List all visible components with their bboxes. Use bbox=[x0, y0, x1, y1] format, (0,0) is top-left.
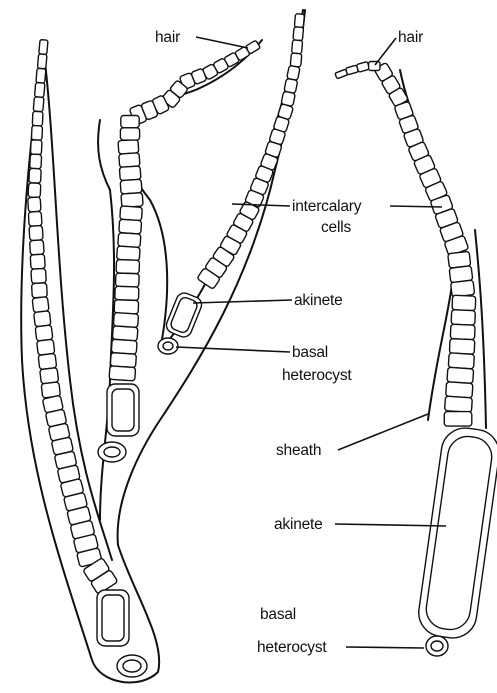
pointer-akinete-lower bbox=[335, 524, 446, 526]
cell bbox=[31, 283, 47, 298]
cell bbox=[290, 53, 302, 67]
akinete-middle-inner bbox=[112, 389, 134, 431]
label-basal-lower-line2: heterocyst bbox=[257, 639, 327, 656]
left-wavy-filament bbox=[120, 40, 260, 140]
cell bbox=[30, 254, 45, 269]
cell bbox=[40, 368, 59, 384]
heterocyst-middle-inner bbox=[104, 447, 120, 457]
cell bbox=[30, 154, 42, 169]
cell bbox=[121, 116, 139, 128]
pointer-akinete-upper bbox=[193, 300, 292, 303]
cell bbox=[448, 353, 474, 369]
cell bbox=[32, 297, 49, 313]
cell bbox=[109, 366, 136, 381]
cell bbox=[451, 310, 475, 325]
cell bbox=[118, 139, 139, 154]
cell bbox=[369, 62, 380, 71]
cell bbox=[117, 246, 141, 261]
pointer-intercalary-right bbox=[390, 206, 442, 207]
cell bbox=[37, 54, 47, 69]
cell bbox=[28, 183, 41, 198]
cell bbox=[36, 68, 46, 83]
cell bbox=[356, 61, 369, 72]
label-hair-right: hair bbox=[398, 29, 423, 46]
cell bbox=[38, 353, 57, 369]
label-basal-upper-line2: heterocyst bbox=[282, 367, 352, 384]
cell bbox=[28, 197, 41, 212]
cell bbox=[293, 27, 304, 41]
cell bbox=[28, 211, 42, 226]
akinete-upper-branch-inner bbox=[169, 296, 198, 334]
pointer-intercalary-left bbox=[232, 204, 290, 206]
cell bbox=[450, 324, 475, 339]
right-filament bbox=[374, 62, 476, 426]
cell bbox=[451, 280, 475, 297]
cell bbox=[119, 153, 140, 168]
cell bbox=[37, 339, 55, 355]
cell bbox=[446, 382, 473, 398]
cell bbox=[33, 97, 44, 112]
label-intercalary-line2: cells bbox=[321, 219, 351, 236]
cell bbox=[447, 367, 474, 383]
cell bbox=[115, 286, 139, 300]
label-akinete-lower: akinete bbox=[274, 516, 323, 533]
label-sheath: sheath bbox=[276, 442, 321, 459]
cell bbox=[110, 353, 136, 368]
cell bbox=[121, 193, 143, 208]
cell bbox=[119, 219, 142, 234]
cell bbox=[35, 82, 45, 97]
right-hair bbox=[335, 61, 380, 78]
cell bbox=[115, 273, 139, 287]
cell bbox=[120, 206, 143, 221]
cell bbox=[112, 326, 138, 341]
label-akinete-upper: akinete bbox=[294, 292, 343, 309]
cell bbox=[30, 140, 42, 155]
pointer-basal-upper bbox=[176, 347, 290, 352]
cell bbox=[114, 300, 138, 314]
cell bbox=[118, 233, 141, 248]
cell bbox=[29, 226, 43, 241]
cell bbox=[120, 128, 139, 140]
cell bbox=[39, 40, 48, 55]
cell bbox=[34, 311, 51, 327]
pointer-hair-left bbox=[196, 37, 248, 48]
label-basal-lower-line1: basal bbox=[260, 606, 296, 623]
cell bbox=[292, 40, 303, 54]
left-main-filament bbox=[28, 40, 118, 595]
label-hair-left: hair bbox=[155, 29, 180, 46]
heterocyst-bottom-inner bbox=[123, 660, 141, 672]
pointer-hair-right bbox=[375, 38, 396, 65]
label-basal-upper-line1: basal bbox=[292, 344, 328, 361]
cell bbox=[31, 268, 46, 283]
cell bbox=[445, 396, 473, 412]
cell bbox=[31, 125, 42, 140]
cell bbox=[452, 295, 476, 310]
cell bbox=[119, 166, 141, 181]
pointer-sheath bbox=[338, 414, 428, 450]
cell bbox=[111, 339, 137, 354]
cell bbox=[35, 325, 53, 341]
cell bbox=[449, 339, 474, 354]
cell bbox=[32, 111, 43, 126]
cell bbox=[294, 14, 304, 28]
heterocyst-upper-inner bbox=[163, 342, 173, 350]
cell bbox=[113, 313, 138, 328]
cell bbox=[30, 240, 45, 255]
cell bbox=[116, 260, 139, 274]
cell bbox=[120, 179, 142, 194]
akinete-bottom-inner bbox=[102, 595, 124, 641]
pointer-basal-lower bbox=[346, 647, 424, 648]
heterocyst-right-inner bbox=[431, 641, 443, 651]
label-intercalary-line1: intercalary bbox=[292, 198, 362, 215]
cell bbox=[29, 168, 41, 183]
cell bbox=[444, 412, 472, 427]
